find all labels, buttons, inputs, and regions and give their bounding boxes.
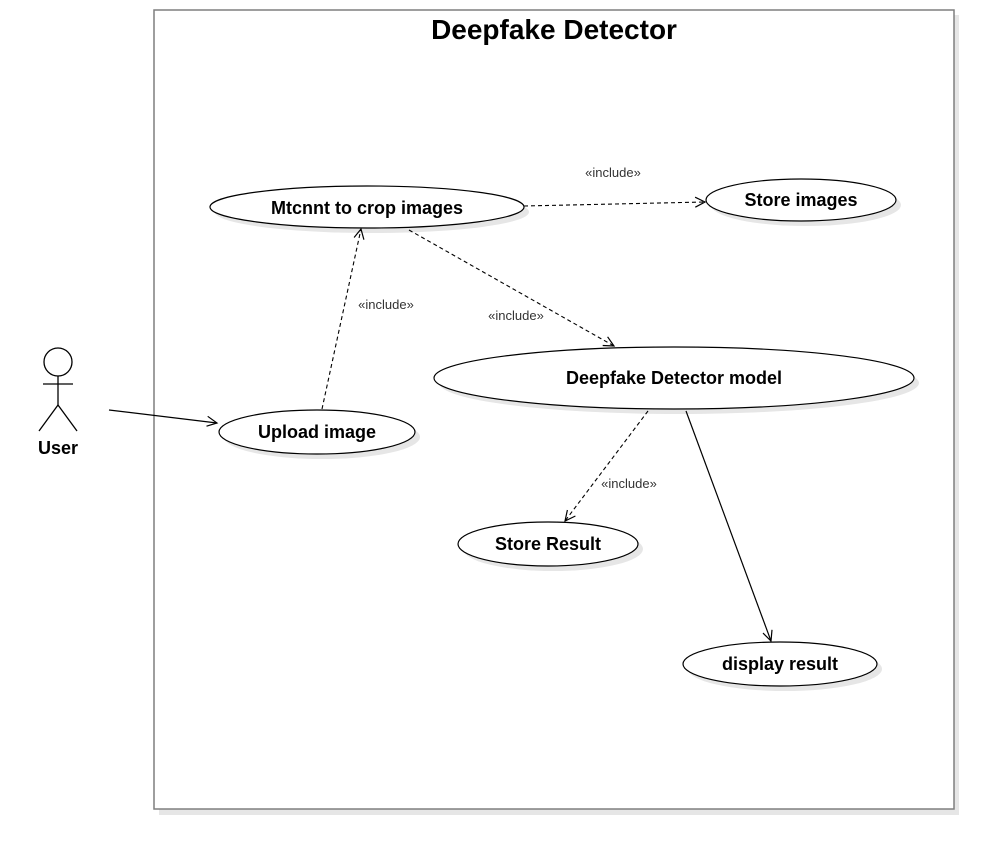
use-case-detector-model[interactable]: Deepfake Detector model [433, 346, 919, 414]
dependency-line [523, 201, 706, 207]
arrowhead [602, 336, 616, 347]
actor-left-leg [38, 404, 59, 432]
arrowhead [564, 509, 576, 523]
use-case-ellipse [682, 641, 878, 687]
use-case-store-images[interactable]: Store images [705, 178, 901, 226]
system-boundary [153, 9, 955, 810]
include-label: «include» [488, 308, 544, 323]
use-case-label: Upload image [258, 422, 376, 442]
include-label: «include» [601, 476, 657, 491]
association-user-upload [108, 409, 219, 427]
include-mtcnn-model: «include» [408, 229, 616, 347]
use-case-ellipse [209, 185, 525, 229]
use-case-store-result[interactable]: Store Result [457, 521, 643, 571]
include-upload-mtcnn: «include» [321, 227, 414, 410]
use-case-ellipse [433, 346, 915, 410]
arrowhead [694, 196, 707, 208]
use-case-label: Deepfake Detector model [566, 368, 782, 388]
association-line [685, 410, 772, 642]
use-case-display-result[interactable]: display result [682, 641, 882, 691]
use-case-ellipse [705, 178, 897, 222]
use-case-label: Mtcnnt to crop images [271, 198, 463, 218]
dependency-line [321, 228, 362, 410]
arrowhead [353, 227, 365, 240]
use-case-label: Store Result [495, 534, 601, 554]
include-label: «include» [585, 165, 641, 180]
association-model-display [685, 410, 773, 643]
actor-label: User [38, 438, 78, 458]
use-case-ellipse [218, 409, 416, 455]
use-case-upload-image[interactable]: Upload image [218, 409, 420, 459]
dependency-line [408, 229, 615, 347]
arrowhead [762, 629, 773, 643]
include-model-store-result: «include» [564, 410, 657, 523]
actor-user[interactable]: User [38, 347, 78, 458]
use-case-label: Store images [744, 190, 857, 210]
dependency-line [564, 410, 649, 522]
system-title: Deepfake Detector [431, 14, 677, 45]
actor-right-leg [57, 404, 78, 432]
use-case-mtcnn-crop[interactable]: Mtcnnt to crop images [209, 185, 529, 233]
association-line [108, 409, 218, 424]
use-case-ellipse [457, 521, 639, 567]
use-case-label: display result [722, 654, 838, 674]
actor-head [43, 347, 73, 377]
arrowhead [206, 415, 219, 427]
include-label: «include» [358, 297, 414, 312]
include-mtcnn-store-images: «include» [523, 165, 707, 208]
